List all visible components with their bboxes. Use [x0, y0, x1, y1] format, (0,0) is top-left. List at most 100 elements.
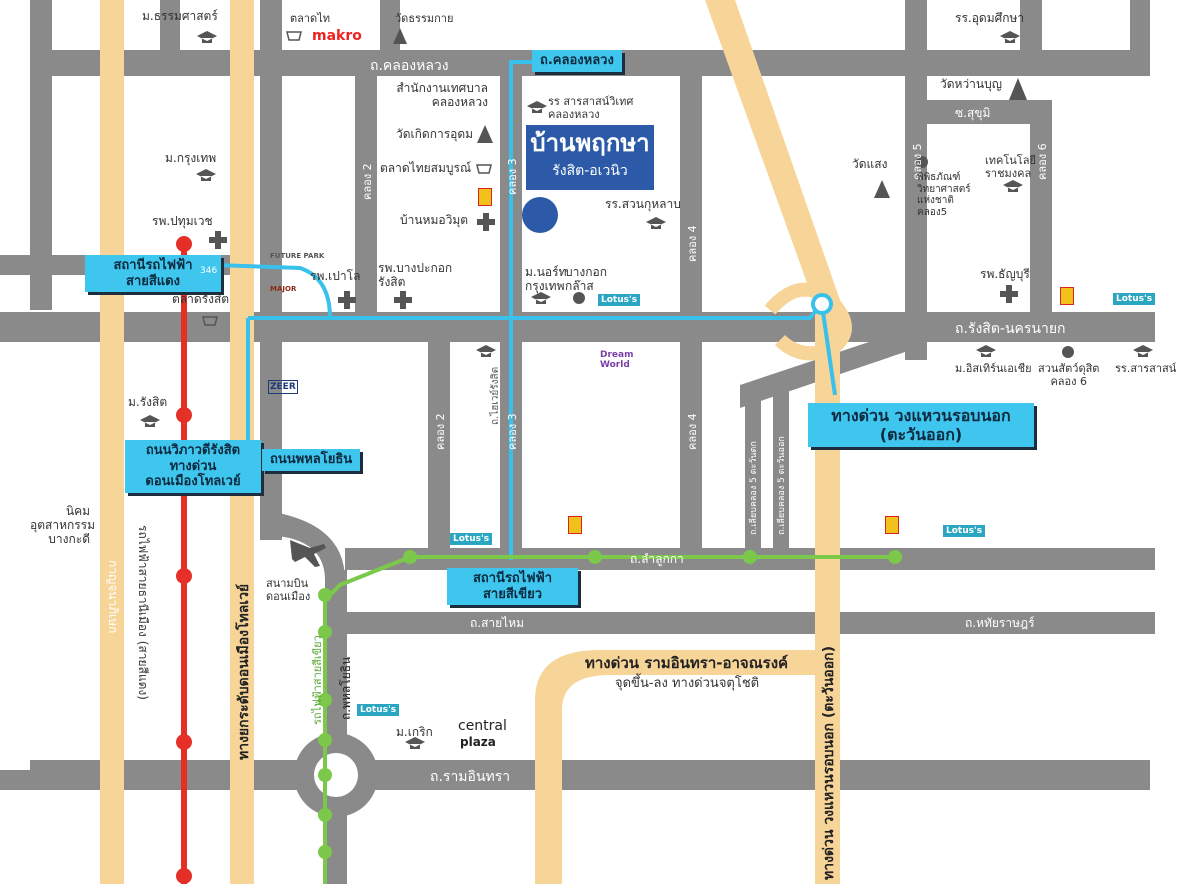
place-major: MAJOR	[270, 285, 297, 293]
place-wat-saeng: วัดแสง	[852, 157, 888, 171]
project-name: บ้านพฤกษา	[530, 129, 650, 157]
place-m-north: ม.นอร์ท กรุงเทพ	[525, 265, 567, 294]
route-khlong-luang	[509, 60, 535, 560]
school-icon	[531, 292, 551, 304]
callout-line: สถานีรถไฟฟ้า	[113, 258, 193, 273]
place-rp-thanyaburi: รพ.ธัญบุรี	[980, 267, 1030, 281]
place-future-park: FUTURE PARK	[270, 252, 325, 260]
red-line-track	[181, 240, 187, 884]
klass-dot	[573, 292, 585, 304]
basket-icon	[202, 316, 218, 326]
place-sarasas: รร สารสาสน์วิเทศ คลองหลวง	[548, 95, 634, 121]
place-museum: พิพิธภัณฑ์ วิทยาศาสตร์ แห่งชาติ คลอง5	[917, 172, 971, 218]
green-station-6	[318, 625, 332, 639]
road-label-khlong-2-south: คลอง 2	[434, 413, 447, 450]
road-label-kanchana: กาญจนาภิเษก	[106, 560, 120, 634]
school-icon	[140, 415, 160, 427]
basket-icon	[476, 164, 492, 174]
callout-khlong-luang: ถ.คลองหลวง	[532, 50, 622, 72]
place-thammasat: ม.ธรรมศาสตร์	[142, 9, 218, 23]
project-box: บ้านพฤกษา รังสิต-อเวนิว	[526, 125, 654, 190]
lotus-badge: Lotus's	[357, 704, 400, 716]
callout-line: สายสีเขียว	[482, 586, 543, 602]
callout-line: (ตะวันออก)	[879, 425, 963, 445]
school-icon	[196, 169, 216, 181]
red-station-5	[176, 868, 192, 884]
road-top-left	[160, 0, 180, 50]
route-outer-ring	[820, 304, 837, 396]
place-makro: makro	[312, 28, 362, 44]
road-east-edge	[1130, 0, 1150, 50]
place-dream-world: Dream World	[600, 350, 634, 371]
callout-line: สายสีแดง	[126, 273, 180, 289]
callout-line: ถนนวิภาวดีรังสิต	[145, 443, 241, 458]
school-icon	[1003, 180, 1023, 192]
road-left-lower	[0, 770, 30, 790]
road-label-phahon-yothin-v: ถ.พหลโยธิน	[339, 656, 353, 720]
place-m-krungthep: ม.กรุงเทพ	[165, 151, 217, 165]
hospital-icon	[1000, 285, 1018, 303]
road-label-khlong-4-south: คลอง 4	[686, 413, 699, 450]
red-station-3	[176, 568, 192, 584]
place-line: รังสิต	[378, 274, 406, 289]
road-label-sai-mai: ถ.สายไหม	[470, 616, 525, 630]
ramindra-expressway-label: ทางด่วน รามอินทรา-อาจณรงค์	[585, 654, 789, 672]
green-station-5	[318, 588, 332, 602]
interchange-marker	[811, 293, 833, 315]
place-sam-nak-ngan: สำนักงานเทศบาล คลองหลวง	[370, 81, 488, 110]
bigc-icon	[568, 516, 582, 534]
place-m-rangsit: ม.รังสิต	[128, 395, 168, 409]
place-ban-mo: บ้านหมอวิมุต	[400, 213, 469, 227]
road-top-right	[1020, 0, 1042, 50]
road-phahon-north	[260, 0, 282, 540]
project-location-marker	[522, 197, 558, 233]
expressway-ramindra	[535, 650, 835, 884]
place-line: ดอนเมือง	[266, 589, 311, 603]
place-talad-rangsit: ตลาดรังสิต	[172, 292, 230, 306]
place-nikhom: นิคม อุตสาหกรรม บางกะดี	[30, 504, 95, 546]
place-wat-thammakai: วัดธรรมกาย	[395, 12, 454, 25]
place-line: สวนสัตว์ดุสิต	[1038, 362, 1100, 375]
green-station-1	[403, 550, 417, 564]
road-label-khlong-3-south: คลอง 3	[506, 413, 519, 450]
road-khlong-6-north	[1030, 100, 1052, 315]
school-icon	[976, 345, 996, 357]
road-label-khlong-2: คลอง 2	[361, 163, 374, 200]
road-label-liap-khlong-b: ถ.เลียบคลอง 5 ตะวันออก	[777, 436, 787, 535]
hospital-icon	[209, 231, 227, 249]
road-label-phahon-main: ทางยกระดับดอนเมืองโทลเวย์	[236, 583, 252, 760]
place-line: รร สารสาสน์วิเทศ	[548, 95, 634, 108]
outer-ring-interchange	[764, 282, 852, 361]
museum-dot	[916, 156, 928, 168]
place-line: สำนักงานเทศบาล	[396, 81, 488, 95]
red-line	[176, 236, 192, 884]
ramindra-expressway-sub: จุดขึ้น-ลง ทางด่วนจตุโชติ	[615, 676, 760, 691]
school-icon	[197, 31, 217, 43]
lotus-badge: Lotus's	[450, 533, 493, 545]
bigc-icon	[1060, 287, 1074, 305]
place-zoo: สวนสัตว์ดุสิต คลอง 6	[1038, 362, 1100, 388]
place-km: 346	[200, 266, 218, 276]
road-khlong-2-north	[355, 60, 377, 315]
road-label-green-line: รถไฟฟ้าสายสีเขียว	[311, 635, 324, 725]
road-label-khlong-luang: ถ.คลองหลวง	[370, 58, 449, 74]
place-rp-paolo: รพ.เปาโล	[310, 269, 361, 283]
hospital-icon	[338, 291, 356, 309]
green-station-8	[318, 733, 332, 747]
school-icon	[405, 737, 425, 749]
road-label-rangsit-nakhon: ถ.รังสิต-นครนายก	[955, 321, 1066, 337]
school-icons	[140, 31, 1153, 749]
callout-line: ทางด่วน	[169, 458, 217, 474]
place-line: คลองหลวง	[431, 94, 488, 109]
callout-green-station: สถานีรถไฟฟ้า สายสีเขียว	[447, 568, 578, 606]
red-station-4	[176, 734, 192, 750]
place-line: คลอง 6	[1050, 374, 1088, 388]
place-bangkok-klass: บางกอก กล๊าส	[565, 265, 607, 294]
expressway-outer-ring	[705, 0, 840, 884]
route-red-station	[214, 263, 332, 319]
hospital-icon	[394, 291, 412, 309]
callout-line: ดอนเมืองโทลเวย์	[145, 474, 241, 490]
school-icon	[1000, 31, 1020, 43]
school-icon	[527, 101, 547, 113]
place-central: central	[458, 718, 507, 734]
